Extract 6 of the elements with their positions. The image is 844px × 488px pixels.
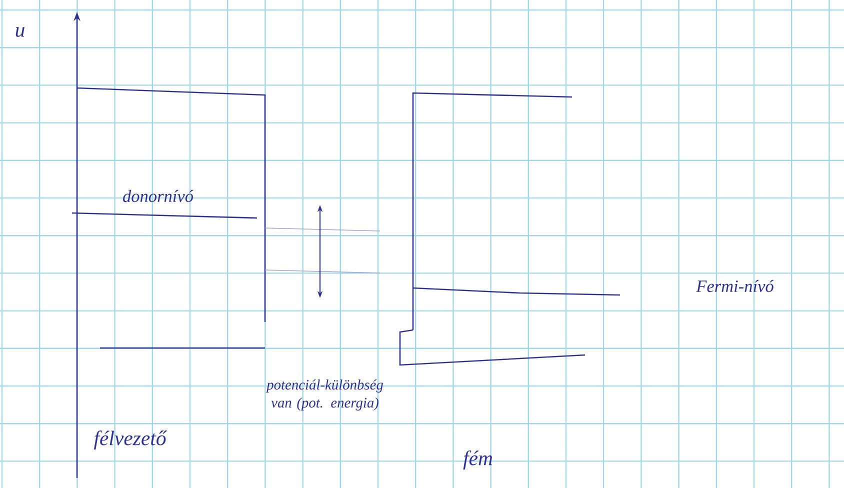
handwritten-label: u bbox=[16, 27, 24, 37]
handwritten-label: félvezető bbox=[94, 430, 167, 450]
handwritten-label: Fermi-nívó bbox=[696, 280, 774, 292]
handwritten-label: potenciál-különbség van (pot. energia) bbox=[266, 379, 383, 411]
handwritten-label: donornívó bbox=[123, 190, 194, 202]
handwritten-label: fém bbox=[463, 450, 492, 470]
